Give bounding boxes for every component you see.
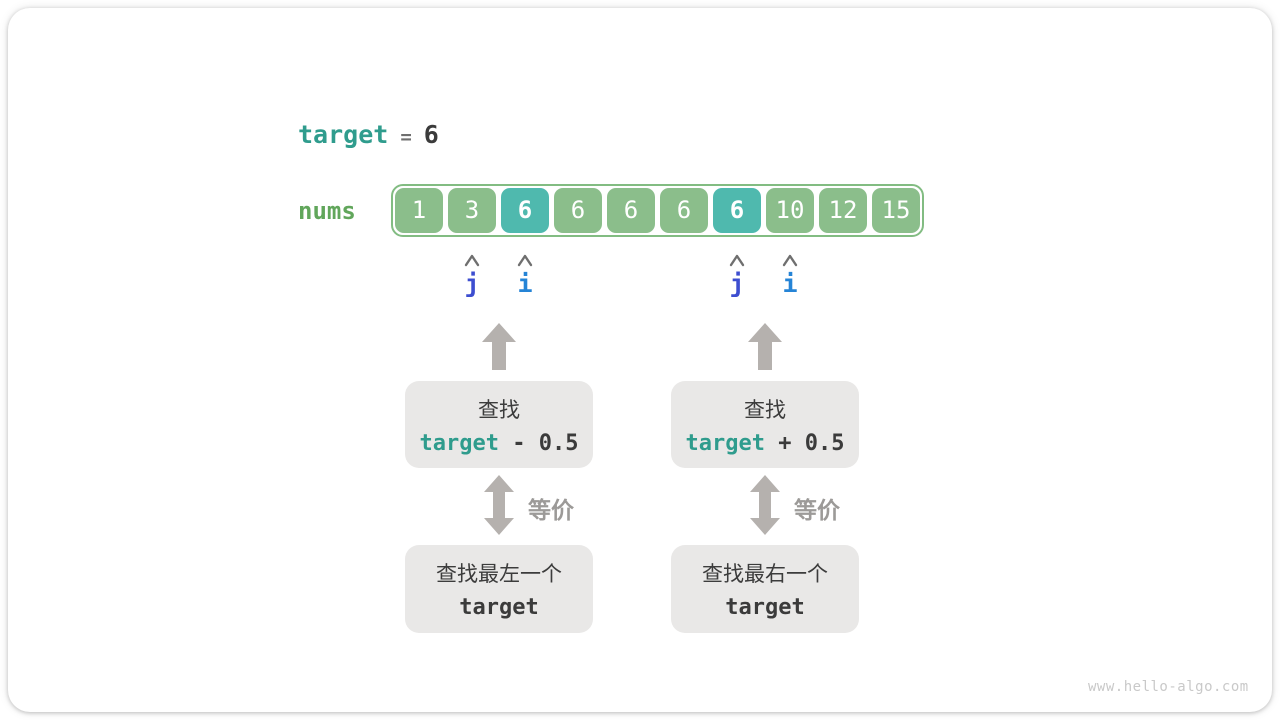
nums-array: 1 3 6 6 6 6 6 10 12 15 <box>391 184 924 237</box>
target-label: target <box>298 120 389 149</box>
array-cell: 3 <box>448 188 496 233</box>
caret-up-icon <box>782 254 798 267</box>
expr-op: - 0.5 <box>512 430 579 456</box>
double-arrow-icon <box>750 475 780 535</box>
array-cell: 10 <box>766 188 814 233</box>
search-label: 查找 <box>744 398 786 422</box>
caret-up-icon <box>464 254 480 267</box>
result-label: 查找最左一个 <box>436 563 562 586</box>
target-header: target = 6 <box>298 120 439 149</box>
caret-up-icon <box>517 254 533 267</box>
pointer-j-right: j <box>729 269 745 298</box>
array-cell: 1 <box>395 188 443 233</box>
array-cell: 6 <box>607 188 655 233</box>
array-cell-highlighted: 6 <box>501 188 549 233</box>
caret-up-icon <box>729 254 745 267</box>
search-box-left: 查找 target - 0.5 <box>405 381 593 468</box>
up-arrow-icon <box>748 323 782 370</box>
result-box-left: 查找最左一个 target <box>405 545 593 633</box>
expr-op: + 0.5 <box>778 430 845 456</box>
diagram-card: target = 6 nums 1 3 6 6 6 6 6 10 12 15 <box>8 8 1272 712</box>
search-expression: target - 0.5 <box>420 431 579 456</box>
equivalence-label-left: 等价 <box>528 497 574 523</box>
expr-var: target <box>685 430 765 456</box>
expr-var: target <box>419 430 499 456</box>
array-cell: 12 <box>819 188 867 233</box>
search-expression: target + 0.5 <box>686 431 845 456</box>
nums-label: nums <box>298 197 356 225</box>
array-cell: 15 <box>872 188 920 233</box>
watermark: www.hello-algo.com <box>1088 679 1249 695</box>
target-value: 6 <box>423 120 439 149</box>
double-arrow-icon <box>484 475 514 535</box>
result-label: 查找最右一个 <box>702 563 828 586</box>
array-cell: 6 <box>554 188 602 233</box>
equivalence-label-right: 等价 <box>794 497 840 523</box>
up-arrow-icon <box>482 323 516 370</box>
result-box-right: 查找最右一个 target <box>671 545 859 633</box>
pointer-i-left: i <box>517 269 533 298</box>
pointer-i-right: i <box>782 269 798 298</box>
result-var: target <box>725 595 805 620</box>
result-var: target <box>459 595 539 620</box>
array-cell-highlighted: 6 <box>713 188 761 233</box>
equals-sign: = <box>400 126 412 148</box>
search-box-right: 查找 target + 0.5 <box>671 381 859 468</box>
search-label: 查找 <box>478 398 520 422</box>
array-cell: 6 <box>660 188 708 233</box>
pointer-j-left: j <box>464 269 480 298</box>
